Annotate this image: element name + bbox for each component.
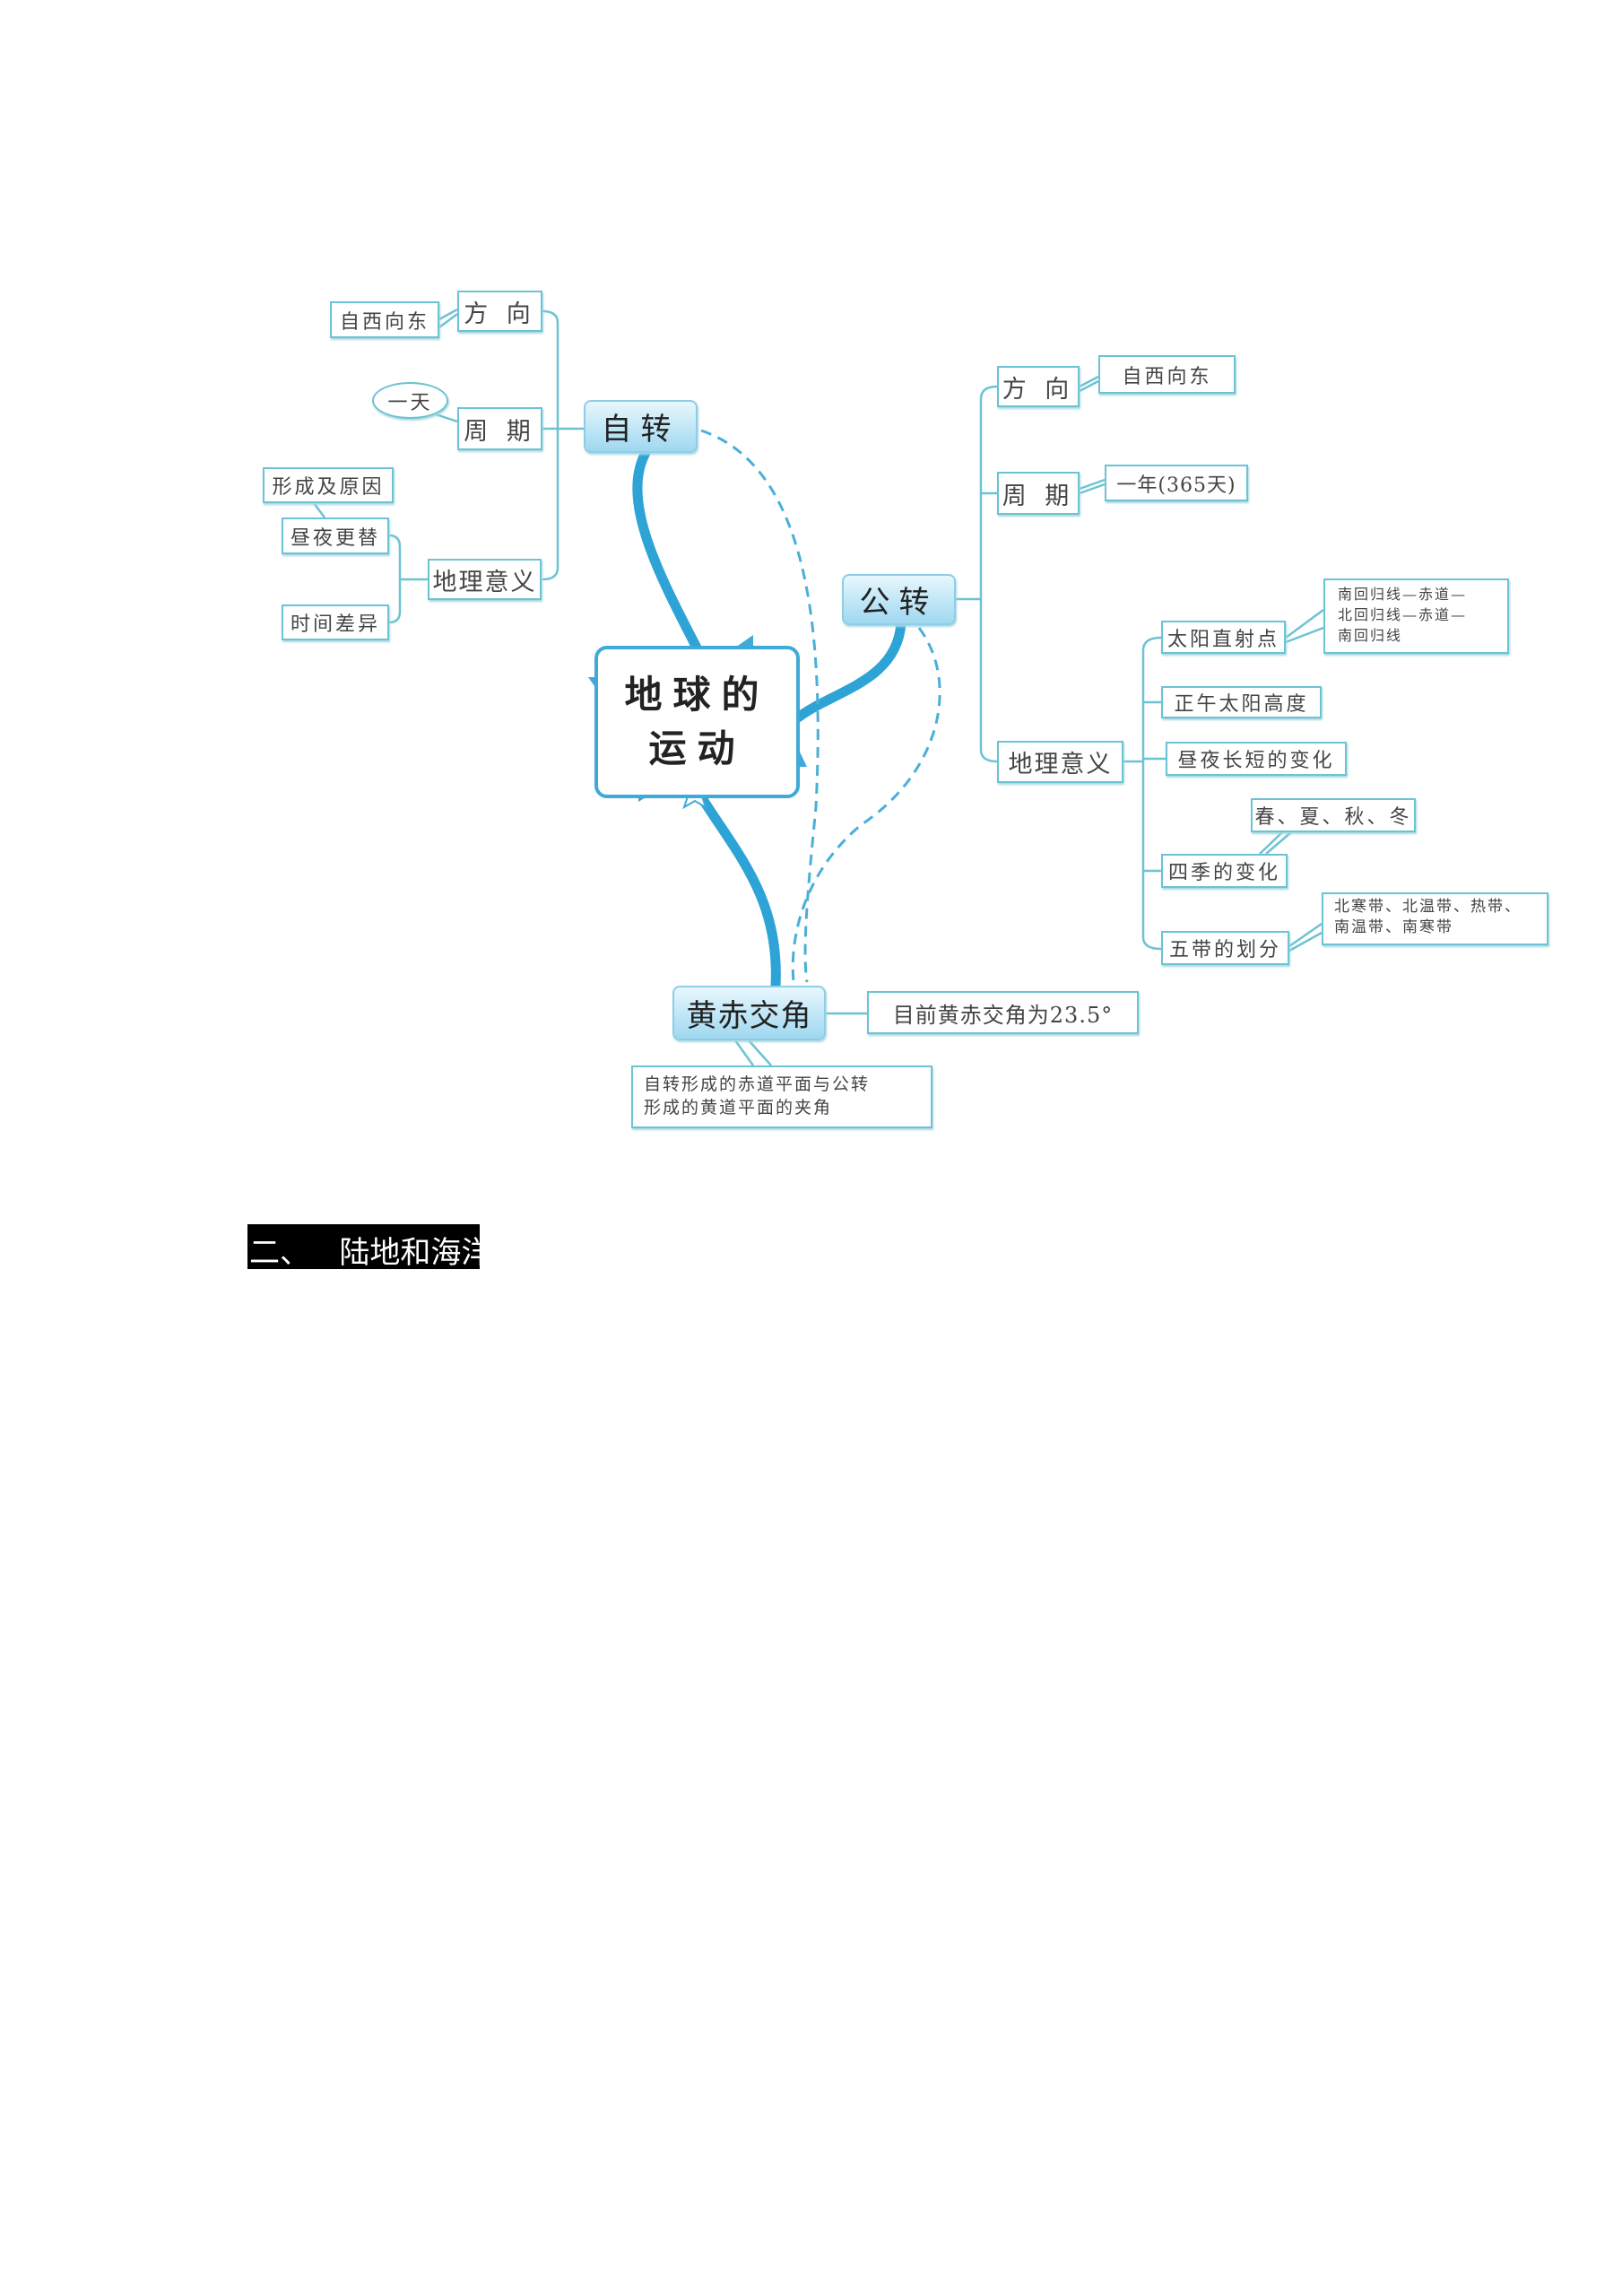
node-revolution-period: 周 期 <box>997 472 1080 515</box>
dashed-link-revolution-obliquity <box>791 627 941 983</box>
central-topic: 地球的 运动 <box>594 646 800 798</box>
note-obliquity-definition: 自转形成的赤道平面与公转 形成的黄道平面的夹角 <box>631 1065 932 1128</box>
node-five-zones: 五带的划分 <box>1161 931 1289 965</box>
node-rotation-period: 周 期 <box>457 407 542 450</box>
section-heading: 二、 陆地和海洋 <box>247 1224 491 1271</box>
node-rotation-significance: 地理意义 <box>428 559 542 600</box>
node-day-length-change: 昼夜长短的变化 <box>1166 742 1347 776</box>
node-revolution: 公转 <box>842 574 956 625</box>
dashed-link-rotation-obliquity <box>700 429 820 983</box>
note-direct-sun-point-migration: 南回归线—赤道— 北回归线—赤道— 南回归线 <box>1323 578 1509 654</box>
node-obliquity: 黄赤交角 <box>672 986 826 1040</box>
node-revolution-direction-value: 自西向东 <box>1098 355 1236 394</box>
node-time-difference: 时间差异 <box>282 604 389 640</box>
branch-revolution <box>793 618 906 723</box>
node-rotation-direction-value: 自西向东 <box>330 301 439 338</box>
node-revolution-direction: 方 向 <box>997 366 1080 407</box>
callout-rotation-period-value: 一天 <box>372 382 448 419</box>
node-seasons-change: 四季的变化 <box>1161 854 1288 888</box>
note-day-night-cause: 形成及原因 <box>263 467 394 503</box>
node-noon-sun-altitude: 正午太阳高度 <box>1161 686 1322 718</box>
node-rotation-direction: 方 向 <box>457 291 542 332</box>
node-obliquity-value: 目前黄赤交角为23.5° <box>867 991 1139 1034</box>
node-day-night-alternation: 昼夜更替 <box>282 517 389 554</box>
node-direct-sun-point: 太阳直射点 <box>1161 621 1286 654</box>
note-four-seasons: 春、夏、秋、冬 <box>1251 798 1416 832</box>
node-revolution-period-value: 一年(365天) <box>1105 465 1248 501</box>
rotation-bracket <box>542 309 559 581</box>
revolution-bracket <box>979 385 998 763</box>
branch-rotation <box>632 448 705 658</box>
central-topic-line2: 运动 <box>648 726 746 770</box>
note-five-zones: 北寒带、北温带、热带、 南温带、南寒带 <box>1322 892 1548 945</box>
central-topic-line1: 地球的 <box>624 673 770 717</box>
branch-obliquity <box>694 788 781 991</box>
node-rotation: 自转 <box>584 400 698 453</box>
node-revolution-significance: 地理意义 <box>997 741 1123 783</box>
rotation-significance-bracket <box>388 534 402 624</box>
